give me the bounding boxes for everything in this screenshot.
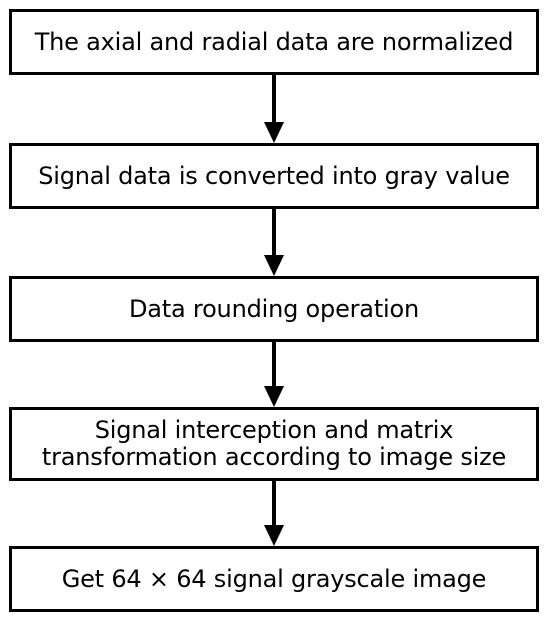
step-label: Data rounding operation bbox=[129, 294, 419, 323]
step-box-interception-transformation: Signal interception and matrix transform… bbox=[9, 407, 539, 481]
step-box-gray-conversion: Signal data is converted into gray value bbox=[9, 143, 539, 209]
arrow-head bbox=[264, 122, 284, 143]
step-box-rounding: Data rounding operation bbox=[9, 276, 539, 342]
step-box-grayscale-image: Get 64 × 64 signal grayscale image bbox=[9, 546, 539, 612]
arrow-4-to-5 bbox=[264, 481, 284, 546]
step-label: Signal interception and matrix transform… bbox=[41, 416, 507, 471]
step-label: Signal data is converted into gray value bbox=[38, 161, 510, 190]
arrow-head bbox=[264, 525, 284, 546]
arrow-head bbox=[264, 386, 284, 407]
step-label: The axial and radial data are normalized bbox=[34, 27, 514, 56]
arrow-2-to-3 bbox=[264, 209, 284, 276]
arrow-1-to-2 bbox=[264, 75, 284, 143]
step-label: Get 64 × 64 signal grayscale image bbox=[61, 564, 487, 593]
arrow-3-to-4 bbox=[264, 342, 284, 407]
step-box-normalize: The axial and radial data are normalized bbox=[9, 9, 539, 75]
arrow-head bbox=[264, 255, 284, 276]
